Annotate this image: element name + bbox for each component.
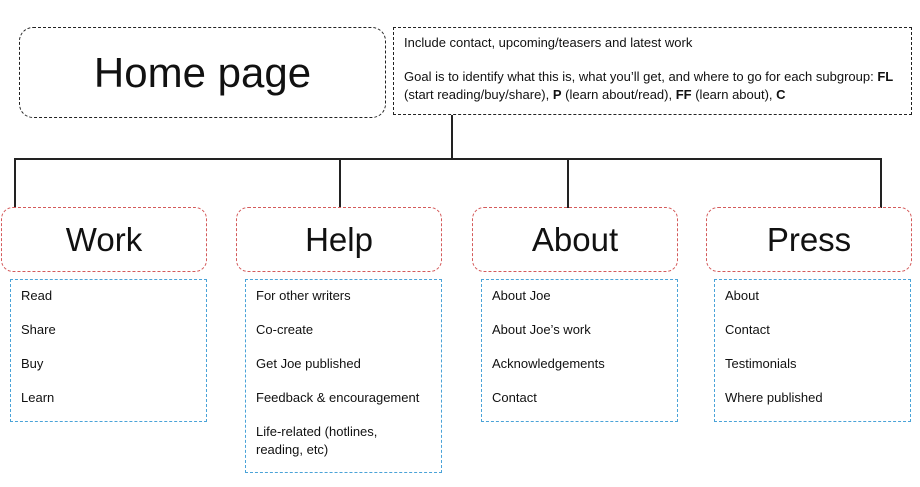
list-item: Buy [21, 356, 44, 371]
list-item: Read [21, 288, 53, 303]
connector-help [339, 158, 341, 208]
note-line-1: Include contact, upcoming/teasers and la… [404, 35, 693, 50]
section-list-work: Read Share Buy Learn [10, 279, 207, 422]
section-title-press: Press [766, 221, 852, 258]
list-item: About Joe’s work [492, 322, 591, 337]
note-goal: Goal is to identify what this is, what y… [404, 68, 902, 104]
list-item: Contact [725, 322, 770, 337]
home-page-node: Home page [19, 27, 386, 118]
note-c-code: C [776, 87, 786, 102]
list-item: Co-create [256, 322, 314, 337]
home-page-title: Home page [93, 48, 312, 96]
list-item: Feedback & encouragement [256, 390, 420, 405]
section-list-about: About Joe About Joe’s work Acknowledgeme… [481, 279, 678, 422]
note-p-code: P [552, 87, 562, 102]
section-title-work: Work [65, 221, 143, 258]
section-title-help: Help [305, 221, 373, 258]
list-item: Life-related (hotlines, reading, etc) [256, 424, 378, 457]
section-heading-press: Press [706, 207, 912, 272]
list-item: For other writers [256, 288, 351, 303]
list-item: Testimonials [725, 356, 797, 371]
section-heading-about: About [472, 207, 678, 272]
list-item: Learn [21, 390, 55, 405]
note-goal-prefix: Goal is to identify what this is, what y… [404, 69, 878, 84]
note-fl-desc: (start reading/buy/share), [404, 87, 553, 102]
connector-work [14, 158, 16, 208]
section-list-help: For other writers Co-create Get Joe publ… [245, 279, 442, 473]
note-ff-code: FF [675, 87, 692, 102]
list-item: Where published [725, 390, 823, 405]
section-heading-help: Help [236, 207, 442, 272]
section-title-about: About [531, 221, 619, 258]
connector-trunk [451, 115, 453, 159]
connector-bar [14, 158, 882, 160]
note-p-desc: (learn about/read), [561, 87, 676, 102]
connector-about [567, 158, 569, 208]
note-ff-desc: (learn about), [691, 87, 777, 102]
list-item: About [725, 288, 759, 303]
home-page-note: Include contact, upcoming/teasers and la… [393, 27, 912, 115]
note-fl-code: FL [877, 69, 894, 84]
list-item: Acknowledgements [492, 356, 605, 371]
section-list-press: About Contact Testimonials Where publish… [714, 279, 911, 422]
list-item: Share [21, 322, 56, 337]
list-item: About Joe [492, 288, 551, 303]
connector-press [880, 158, 882, 208]
section-heading-work: Work [1, 207, 207, 272]
list-item: Get Joe published [256, 356, 361, 371]
list-item: Contact [492, 390, 537, 405]
